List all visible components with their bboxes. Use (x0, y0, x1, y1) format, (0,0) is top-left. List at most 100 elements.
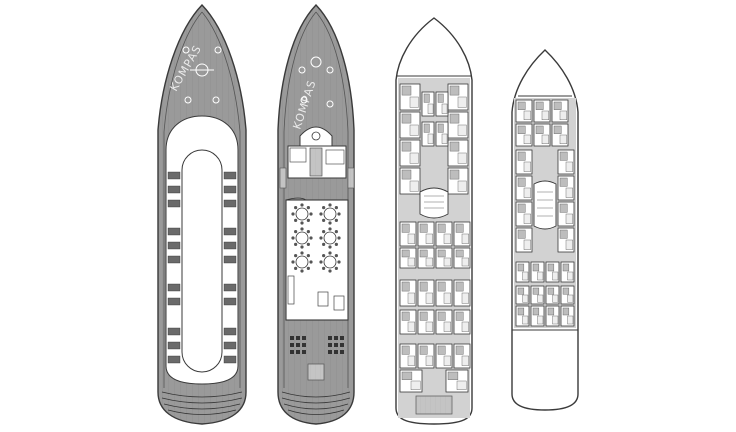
cabin-bathroom (455, 223, 464, 233)
chair (300, 203, 304, 207)
sun-lounger (223, 297, 237, 306)
deck-chair (296, 350, 300, 354)
cabin-bed (425, 257, 433, 267)
cabin (447, 83, 469, 111)
cabin (399, 247, 417, 269)
main-deck: KOMPAS (277, 3, 355, 425)
cabin-bed (461, 257, 469, 267)
cabin (417, 309, 435, 335)
cabin (417, 279, 435, 307)
dining-table (323, 255, 337, 269)
cabin-bed (565, 213, 573, 224)
cabin-bed (461, 292, 469, 304)
cabin (421, 91, 435, 117)
cabin-bathroom (401, 113, 412, 124)
cabin-bathroom (437, 93, 444, 103)
cabin-bed (537, 271, 544, 281)
lounge-sofa (333, 295, 345, 311)
cabin-bed (407, 257, 415, 267)
cabin (453, 221, 471, 247)
deck-chair (290, 336, 294, 340)
cabins (399, 83, 471, 393)
cabin-bed (552, 294, 559, 303)
central-staircase (533, 180, 557, 230)
deck-chair (334, 336, 338, 340)
cabin (560, 305, 575, 327)
deck-chair (290, 350, 294, 354)
chair (319, 212, 323, 216)
cabin-bathroom (562, 307, 570, 316)
cabin (399, 139, 421, 167)
cabin (515, 123, 533, 147)
cabin-bed (565, 239, 573, 250)
cabin-deck-upper (395, 17, 473, 425)
sun-lounger (167, 227, 181, 236)
cabin-bed (523, 239, 531, 250)
cabin (557, 149, 575, 175)
deck-chair (296, 336, 300, 340)
deck-chair (290, 343, 294, 347)
dining-table (295, 207, 309, 221)
cabin-bed (552, 315, 559, 325)
chair (294, 254, 298, 258)
cabin-bathroom (562, 287, 570, 295)
cabin-bathroom (517, 263, 525, 272)
helm (311, 131, 321, 141)
cabin-bed (522, 315, 529, 325)
cabin (545, 305, 560, 327)
chair (294, 206, 298, 210)
cabin-bathroom (559, 151, 568, 161)
chair (322, 254, 326, 258)
chair (306, 218, 310, 222)
cabin (551, 99, 569, 123)
chair (306, 266, 310, 270)
cabin (399, 343, 417, 369)
cabin-bathroom (553, 101, 562, 110)
deck-chair (340, 350, 344, 354)
cabin-bed (457, 180, 467, 192)
cabin (399, 279, 417, 307)
sun-lounger (167, 171, 181, 180)
cabin-bathroom (532, 263, 540, 272)
chair (334, 242, 338, 246)
cabin-bathroom (455, 345, 464, 355)
cabin-bed (443, 292, 451, 304)
cabin-bathroom (401, 85, 412, 96)
chair (306, 230, 310, 234)
cabin (453, 279, 471, 307)
cabin-bed (523, 213, 531, 224)
saloon-entrance (285, 197, 307, 201)
cabin-bathroom (401, 141, 412, 152)
deck-chair (302, 350, 306, 354)
cabins (515, 99, 575, 327)
cabin-bathroom (547, 263, 555, 272)
lounge-sofa (317, 291, 329, 307)
cabin (447, 111, 469, 139)
stern-steps (283, 403, 349, 410)
cabin-bathroom (449, 141, 460, 152)
cabin-bed (425, 355, 433, 366)
stern-steps (163, 403, 241, 410)
cabin-bathroom (419, 311, 428, 321)
cabin-bed (537, 315, 544, 325)
aft-deck-seating (290, 336, 344, 354)
cabin (533, 123, 551, 147)
cabin-bed (523, 187, 531, 198)
cabin-bathroom (517, 177, 526, 187)
chair (300, 227, 304, 231)
cabin (530, 285, 545, 305)
cabin-bathroom (449, 169, 460, 180)
cabin (453, 343, 471, 369)
chair (306, 242, 310, 246)
deck-chair (340, 336, 344, 340)
chair (334, 266, 338, 270)
sun-lounger (223, 227, 237, 236)
cabin-bed (565, 161, 573, 172)
inner-hull-line (201, 11, 241, 388)
cabin-deck-lower (511, 49, 579, 411)
cabin (545, 261, 560, 283)
cabin-bed (522, 271, 529, 281)
chair (328, 269, 332, 273)
cabin-bed (456, 380, 467, 391)
